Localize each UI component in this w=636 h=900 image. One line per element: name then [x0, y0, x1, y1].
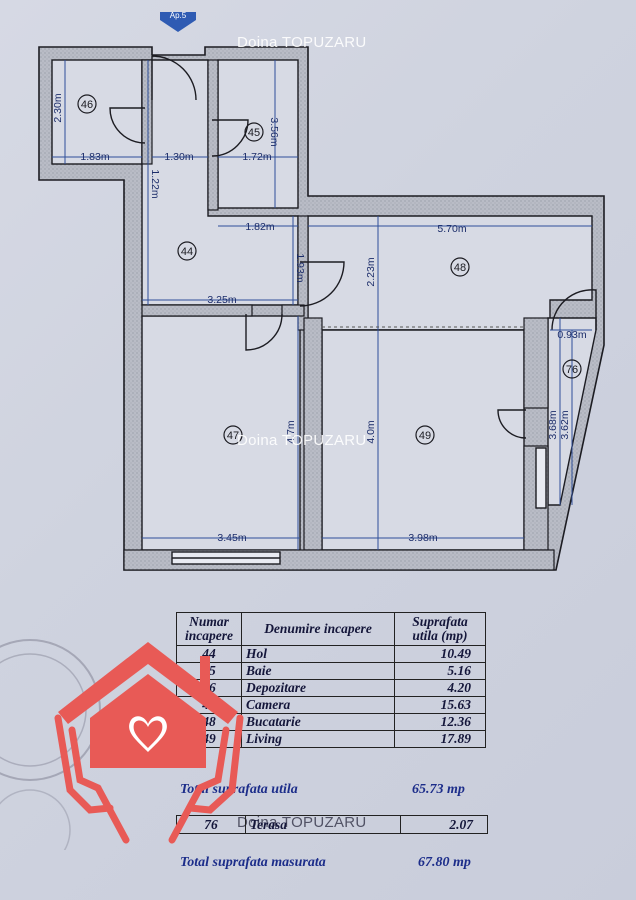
room-48-label: 48	[454, 262, 466, 274]
dim-76-w: 0.93m	[557, 329, 586, 341]
dim-48-w: 5.70m	[437, 223, 466, 235]
entrance-label: Ap.5	[170, 11, 187, 20]
window-bottom	[171, 551, 281, 565]
dim-45-h: 3.56m	[268, 117, 280, 146]
header-name: Denumire incapere	[241, 612, 395, 646]
dim-76-h2: 3.62m	[559, 410, 571, 439]
row-area: 10.49	[394, 645, 486, 663]
terrace-name: Terasa	[245, 815, 401, 834]
room-45-label: 45	[248, 127, 260, 139]
door-entrance	[151, 55, 197, 101]
dim-47-h: 4.7m	[285, 420, 297, 444]
watermark-top: Doina TOPUZARU	[237, 34, 367, 51]
wall-44-48	[297, 215, 309, 331]
dim-49-h: 4.0m	[365, 420, 377, 444]
dim-44-h: 1.22m	[149, 169, 161, 198]
dim-46-w: 1.83m	[80, 151, 109, 163]
terrace-number: 76	[176, 815, 246, 834]
door-48	[299, 261, 345, 307]
header-number: Numar incapere	[176, 612, 242, 646]
row-name: Baie	[241, 662, 395, 680]
door-47	[245, 313, 283, 351]
row-name: Depozitare	[241, 679, 395, 697]
entrance-marker: Ap.5	[160, 11, 196, 32]
terrace-area: 2.07	[400, 815, 488, 834]
watermark-middle: Doina TOPUZARU	[237, 432, 367, 449]
room-47-area	[141, 315, 301, 551]
row-area: 4.20	[394, 679, 486, 697]
terrace-table: 76 Terasa 2.07	[176, 815, 488, 834]
room-46-area	[51, 59, 143, 165]
total-useful-value: 65.73 mp	[412, 782, 465, 797]
dim-44-bottom: 3.25m	[207, 294, 236, 306]
row-name: Bucatarie	[241, 713, 395, 731]
dim-47-w: 3.45m	[217, 532, 246, 544]
room-46-label: 46	[81, 99, 93, 111]
door-45	[211, 119, 249, 157]
dim-76-h1: 3.68m	[547, 410, 559, 439]
dim-45-w: 1.72m	[242, 151, 271, 163]
house-heart-logo-icon	[54, 642, 244, 844]
room-45-area	[217, 59, 299, 209]
row-area: 12.36	[394, 713, 486, 731]
total-measured-label: Total suprafata masurata	[180, 855, 326, 870]
dim-46-h: 2.30m	[52, 93, 64, 122]
wall-49-76	[523, 317, 549, 409]
row-name: Hol	[241, 645, 395, 663]
door-76	[551, 289, 597, 331]
wall-44-47	[141, 304, 253, 317]
room-76-label: 76	[566, 364, 578, 376]
total-measured-value: 67.80 mp	[418, 855, 471, 870]
table-row: 76 Terasa 2.07	[176, 815, 488, 834]
door-46	[109, 107, 146, 144]
room-47-label: 47	[227, 430, 239, 442]
row-name: Living	[241, 730, 395, 748]
dim-44-mid: 1.82m	[245, 221, 274, 233]
room-44-label: 44	[181, 246, 193, 258]
dim-44-top: 1.30m	[164, 151, 193, 163]
room-49-label: 49	[419, 430, 431, 442]
dim-49-w: 3.98m	[408, 532, 437, 544]
dim-44-door: 1.93m	[294, 253, 306, 282]
floor-plan: Ap.5 2.30m 1.83m 1.30m 1.72m 3.56m 1.22m…	[38, 11, 605, 571]
row-area: 17.89	[394, 730, 486, 748]
row-area: 5.16	[394, 662, 486, 680]
window-terrace	[535, 447, 547, 509]
wall-46	[141, 59, 153, 165]
table-row: 44 Hol 10.49	[176, 645, 486, 663]
row-name: Camera	[241, 696, 395, 714]
wall-45-44	[207, 59, 219, 211]
door-49	[497, 409, 527, 439]
header-area: Suprafata utila (mp)	[394, 612, 486, 646]
dim-48-h: 2.23m	[365, 257, 377, 286]
row-area: 15.63	[394, 696, 486, 714]
